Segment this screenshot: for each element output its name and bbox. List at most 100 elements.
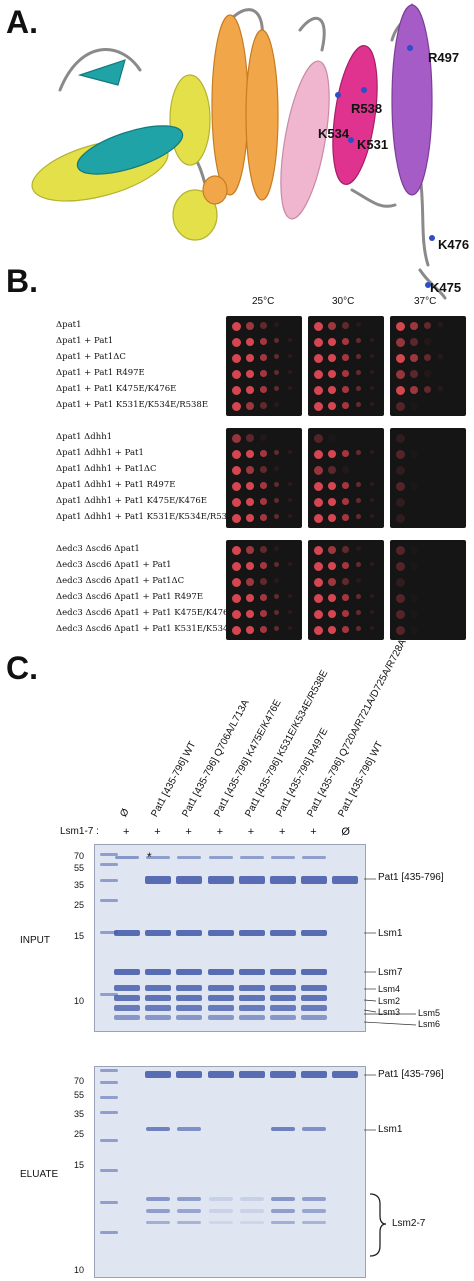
lsm-presence-sign: Ø — [341, 826, 350, 838]
yeast-spot — [314, 562, 323, 571]
yeast-spot — [438, 322, 444, 328]
yeast-spot — [370, 482, 375, 487]
yeast-spot — [314, 626, 323, 635]
yeast-spot — [314, 354, 323, 363]
gel-band — [301, 969, 328, 975]
yeast-spot — [342, 466, 349, 473]
yeast-spot — [370, 354, 375, 359]
strain-label: Δpat1 Δdhh1 + Pat1 K531E/K534E/R538E — [56, 512, 239, 522]
yeast-spot — [288, 514, 293, 519]
yeast-spot — [342, 402, 349, 409]
yeast-spot — [288, 482, 293, 487]
gel-band — [177, 1209, 202, 1213]
residue-label-k476: K476 — [438, 237, 470, 252]
gel-band — [176, 1005, 203, 1011]
yeast-spot — [342, 610, 349, 617]
mw-marker: 70 — [74, 1076, 85, 1086]
gel-band — [302, 1197, 327, 1201]
gel-band — [301, 1005, 328, 1011]
gel-band — [270, 1071, 296, 1078]
yeast-spot — [314, 402, 323, 411]
gel-band — [270, 1005, 296, 1011]
yeast-spot — [260, 514, 267, 521]
yeast-spot — [342, 546, 349, 553]
yeast-spot — [260, 626, 267, 633]
eluate-label-lsm1: Lsm1 — [378, 1124, 403, 1135]
gel-band — [238, 1005, 265, 1011]
gel-band — [145, 876, 172, 884]
lsm-row-label: Lsm1-7 : — [60, 826, 99, 837]
yeast-spot — [288, 626, 293, 631]
yeast-spot — [328, 482, 336, 490]
yeast-spot — [232, 578, 241, 587]
yeast-spot — [232, 466, 241, 475]
yeast-spot — [342, 498, 349, 505]
yeast-spot — [370, 562, 375, 567]
lsm-presence-sign: + — [310, 826, 317, 838]
growth-plate — [308, 540, 384, 640]
yeast-spot — [232, 450, 241, 459]
strain-label: Δpat1 Δdhh1 + Pat1 R497E — [56, 480, 176, 490]
yeast-spot — [314, 578, 323, 587]
gel-band — [238, 995, 265, 1001]
gel-band — [114, 985, 140, 991]
yeast-spot — [396, 402, 405, 411]
gel-band — [146, 1209, 171, 1213]
yeast-spot — [356, 402, 362, 408]
lsm-presence-sign: + — [279, 826, 286, 838]
yeast-spot — [246, 434, 254, 442]
mw-marker: 55 — [74, 863, 85, 873]
gel-band — [208, 1197, 233, 1201]
mw-marker: 55 — [74, 1090, 85, 1100]
yeast-spot — [260, 498, 267, 505]
growth-plate — [226, 316, 302, 416]
protein-structure-illustration — [31, 3, 447, 300]
gel-band — [270, 930, 296, 936]
gel-band — [115, 856, 139, 859]
yeast-spot — [356, 610, 362, 616]
yeast-spot — [424, 370, 431, 377]
lsm-presence-sign: + — [123, 826, 130, 838]
yeast-spot — [246, 514, 254, 522]
input-label-lsm1: Lsm1 — [378, 928, 403, 939]
gel-band — [302, 1209, 327, 1213]
gel-band — [239, 1209, 264, 1213]
yeast-spot — [328, 610, 336, 618]
yeast-spot — [396, 434, 405, 443]
lsm-presence-sign: + — [247, 826, 255, 838]
yeast-spot — [342, 322, 349, 329]
yeast-spot — [274, 546, 280, 552]
yeast-spot — [232, 626, 241, 635]
gel-band — [145, 995, 172, 1001]
gel-band — [145, 1015, 172, 1020]
gel-band — [176, 969, 203, 975]
yeast-spot — [328, 578, 336, 586]
yeast-spot — [342, 386, 349, 393]
yeast-spot — [342, 450, 349, 457]
yeast-spot — [370, 610, 375, 615]
yeast-spot — [396, 498, 405, 507]
yeast-spot — [246, 354, 254, 362]
yeast-spot — [396, 562, 405, 571]
yeast-spot — [260, 578, 267, 585]
yeast-spot — [396, 578, 405, 587]
yeast-spot — [232, 434, 241, 443]
yeast-spot — [274, 578, 280, 584]
yeast-spot — [260, 466, 267, 473]
yeast-spot — [274, 562, 280, 568]
yeast-spot — [356, 514, 362, 520]
eluate-label-lsm2-7: Lsm2-7 — [392, 1218, 426, 1229]
gel-band — [302, 856, 327, 859]
yeast-spot — [424, 386, 431, 393]
gel-band — [332, 1071, 359, 1078]
yeast-spot — [328, 514, 336, 522]
gel-band — [271, 1221, 295, 1224]
gel-band — [100, 1139, 118, 1142]
yeast-spot — [246, 450, 254, 458]
gel-band — [332, 876, 359, 884]
yeast-spot — [396, 514, 405, 523]
gel-band — [270, 985, 296, 991]
yeast-spot — [232, 562, 241, 571]
gel-band — [100, 1069, 118, 1072]
gel-band — [270, 1015, 296, 1020]
